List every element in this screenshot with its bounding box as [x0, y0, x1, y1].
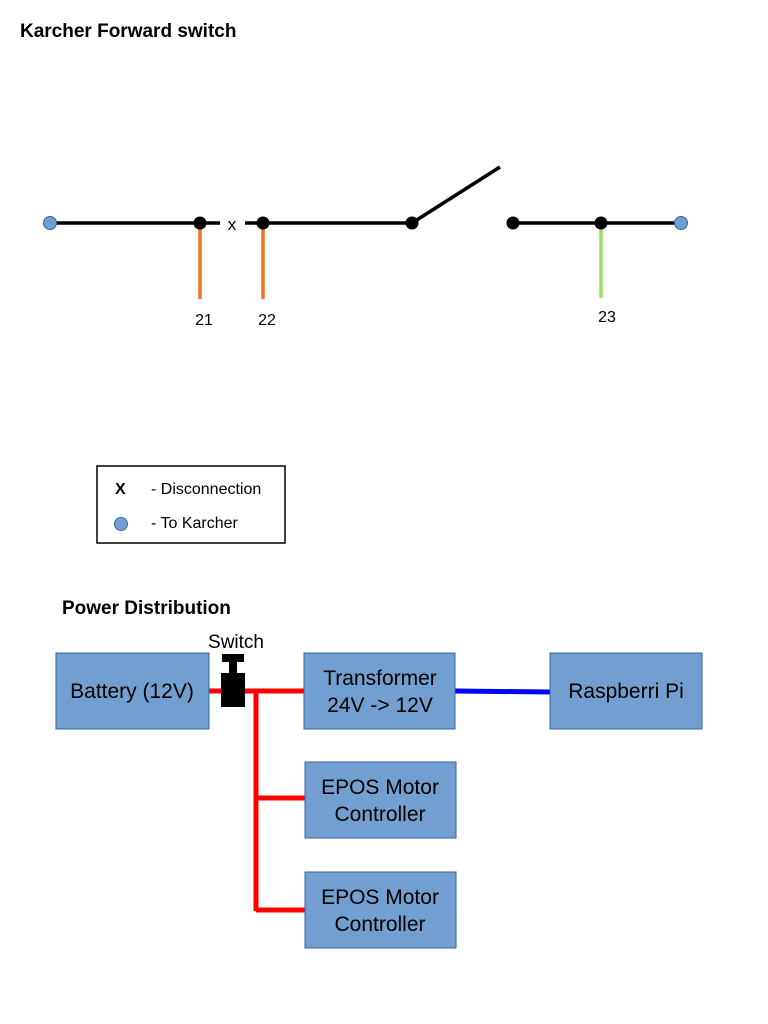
legend-disconnection-text: - Disconnection — [151, 481, 261, 498]
pin-label-21: 21 — [195, 312, 213, 329]
pin-label-23: 23 — [598, 309, 616, 326]
switch-contact-node — [506, 216, 520, 230]
switch-label: Switch — [208, 632, 264, 653]
transformer-label-line1: Transformer — [323, 667, 437, 690]
raspberry-pi-label: Raspberri Pi — [568, 680, 684, 703]
epos1-label-line2: Controller — [334, 803, 425, 826]
karcher-terminal-left — [43, 216, 57, 230]
epos1-label-line1: EPOS Motor — [321, 776, 439, 799]
disconnection-mark: x — [228, 215, 237, 234]
power-distribution: Switch Battery (12V) Transformer 24V -> … — [55, 632, 703, 949]
epos2-label-line2: Controller — [334, 913, 425, 936]
node-23 — [594, 216, 608, 230]
switch-icon — [221, 654, 245, 707]
legend-x-symbol: X — [115, 481, 126, 498]
battery-label: Battery (12V) — [70, 680, 194, 703]
power-title: Power Distribution — [62, 598, 231, 619]
karcher-circuit: x 21 22 23 — [43, 165, 688, 329]
switch-pivot-node — [405, 216, 419, 230]
epos2-label-line1: EPOS Motor — [321, 886, 439, 909]
pin-label-22: 22 — [258, 312, 276, 329]
karcher-title: Karcher Forward switch — [20, 21, 236, 42]
raspberry-pi-box — [549, 652, 703, 730]
node-21 — [193, 216, 207, 230]
legend-box — [96, 465, 286, 544]
legend: X - Disconnection - To Karcher — [96, 465, 286, 544]
transformer-to-pi-line — [454, 688, 551, 695]
transformer-label-line2: 24V -> 12V — [327, 694, 433, 717]
legend-to-karcher-text: - To Karcher — [151, 515, 239, 532]
transformer-box — [303, 652, 456, 730]
epos-controller-box-2 — [304, 871, 457, 949]
karcher-terminal-right — [674, 216, 688, 230]
switch-lever — [411, 165, 501, 225]
legend-terminal-icon — [114, 517, 128, 531]
node-22 — [256, 216, 270, 230]
epos-controller-box-1 — [304, 761, 457, 839]
battery-box — [55, 652, 210, 730]
